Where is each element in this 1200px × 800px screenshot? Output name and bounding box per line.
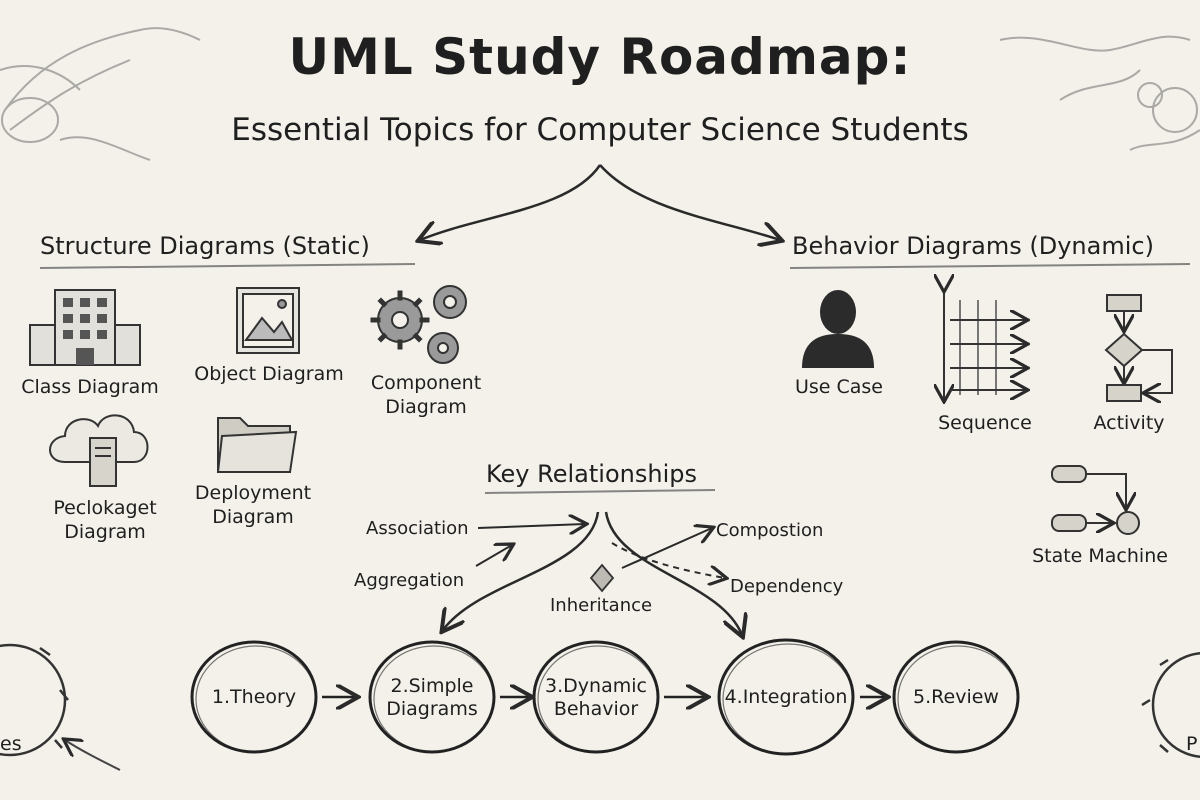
step-4-label: 4.Integration <box>724 686 848 708</box>
state-machine-icon <box>1051 465 1140 535</box>
edge-fragment-right: P <box>1186 733 1198 755</box>
gear-badge-left <box>0 643 69 757</box>
composition-arrow <box>621 528 712 569</box>
structure-underline <box>39 263 416 269</box>
dependency-arrow <box>611 542 725 578</box>
to-step2-arrow <box>443 511 600 630</box>
relationships-underline <box>484 489 716 494</box>
step-integration: 4.Integration <box>718 686 854 709</box>
dependency-label: Dependency <box>730 576 844 597</box>
composition-label: Compostion <box>716 520 824 541</box>
aggregation-label: Aggregation <box>354 570 465 591</box>
step-5-label: 5.Review <box>913 686 999 708</box>
page-subtitle: Essential Topics for Computer Science St… <box>231 112 969 148</box>
step-3-line2: Behavior <box>553 697 639 720</box>
edge-fragment-left: es <box>0 733 22 755</box>
sequence-arrows-icon <box>944 290 1026 400</box>
behavior-underline <box>789 263 1191 269</box>
association-label: Association <box>366 518 469 539</box>
person-icon <box>802 290 874 368</box>
structure-heading: Structure Diagrams (Static) <box>40 232 370 260</box>
folder-icon <box>216 417 298 473</box>
behavior-heading: Behavior Diagrams (Dynamic) <box>792 232 1154 260</box>
relationship-arrows <box>443 511 742 635</box>
gear-badge-right <box>1141 652 1200 758</box>
use-case-label: Use Case <box>794 376 884 398</box>
flowchart-icon <box>1104 294 1173 401</box>
picture-icon <box>236 287 300 354</box>
arrow-bottom-left <box>65 740 121 771</box>
relationships-heading: Key Relationships <box>486 460 697 488</box>
package-diagram-label: Peclokaget Diagram <box>53 497 157 543</box>
state-machine-label: State Machine <box>1032 545 1168 567</box>
cloud-server-icon <box>49 414 149 487</box>
class-diagram-label: Class Diagram <box>21 376 159 398</box>
inheritance-label: Inheritance <box>550 595 653 616</box>
corner-scribble-top-right <box>999 35 1200 151</box>
to-step4-arrow <box>604 511 742 635</box>
component-diagram-label: Component Diagram <box>370 372 482 418</box>
sequence-label: Sequence <box>938 412 1032 434</box>
roadmap-circles <box>190 638 1020 756</box>
object-diagram-label: Object Diagram <box>194 363 344 385</box>
page-title: UML Study Roadmap: <box>288 28 912 86</box>
step-3-line1: 3.Dynamic <box>545 675 647 697</box>
step-2-line1: 2.Simple <box>390 675 474 697</box>
deployment-diagram-label: Deployment Diagram <box>194 482 312 528</box>
branch-arrow-right <box>599 164 780 240</box>
step-2-line2: Diagrams <box>386 697 478 720</box>
association-arrow <box>477 524 585 528</box>
step-1-label: 1.Theory <box>211 686 297 708</box>
inheritance-diamond <box>589 563 615 593</box>
building-icon <box>29 289 141 366</box>
step-review: 5.Review <box>896 686 1016 709</box>
step-theory: 1.Theory <box>194 686 314 709</box>
aggregation-arrow <box>475 545 512 567</box>
corner-scribble-top-left <box>0 27 201 161</box>
activity-label: Activity <box>1093 412 1165 434</box>
gears-icon <box>370 285 467 364</box>
branch-arrow-left <box>420 164 602 240</box>
